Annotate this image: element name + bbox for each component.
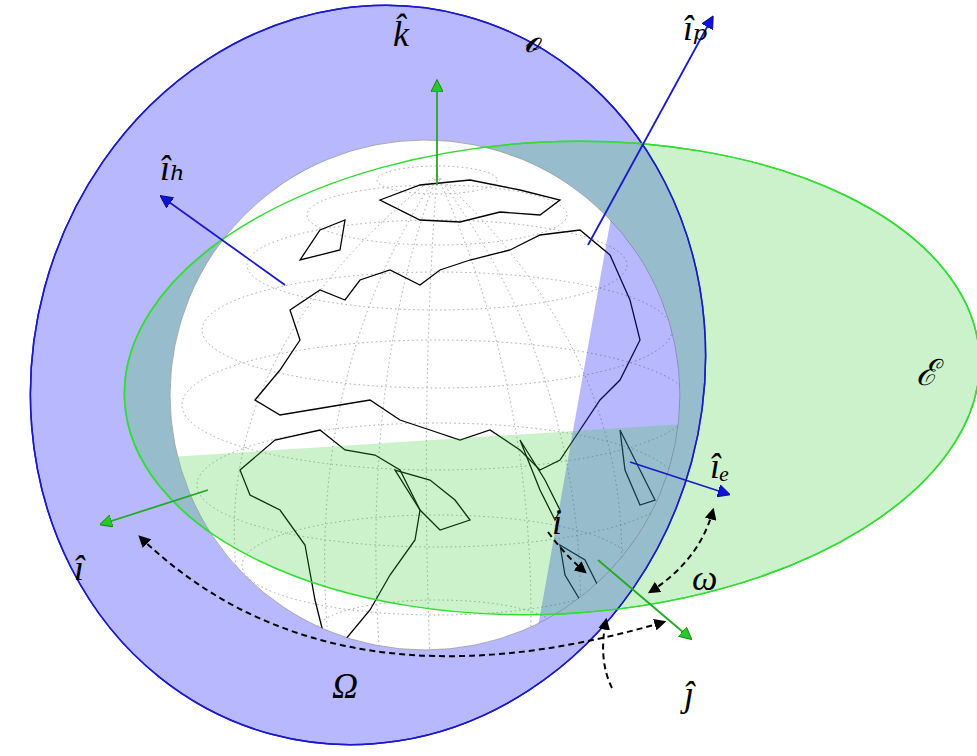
unit-vector-label: k̂	[393, 16, 409, 52]
angle-label: Ω	[332, 668, 358, 704]
orbit-plane	[0, 0, 788, 756]
unit-vector-label: ĵ	[684, 676, 694, 712]
plane-label: ℴ	[523, 22, 540, 58]
plane-label: ℰ	[916, 355, 938, 391]
unit-vector-label: îₑ	[710, 448, 729, 484]
unit-vector-label: îₚ	[683, 10, 707, 46]
angle-arcs	[140, 510, 713, 688]
angle-label: ω	[692, 560, 717, 596]
unit-vector-label: îₕ	[160, 150, 186, 186]
unit-vector-label: î	[74, 550, 84, 586]
axis-vectors	[102, 18, 728, 638]
angle-label: i	[552, 504, 562, 540]
